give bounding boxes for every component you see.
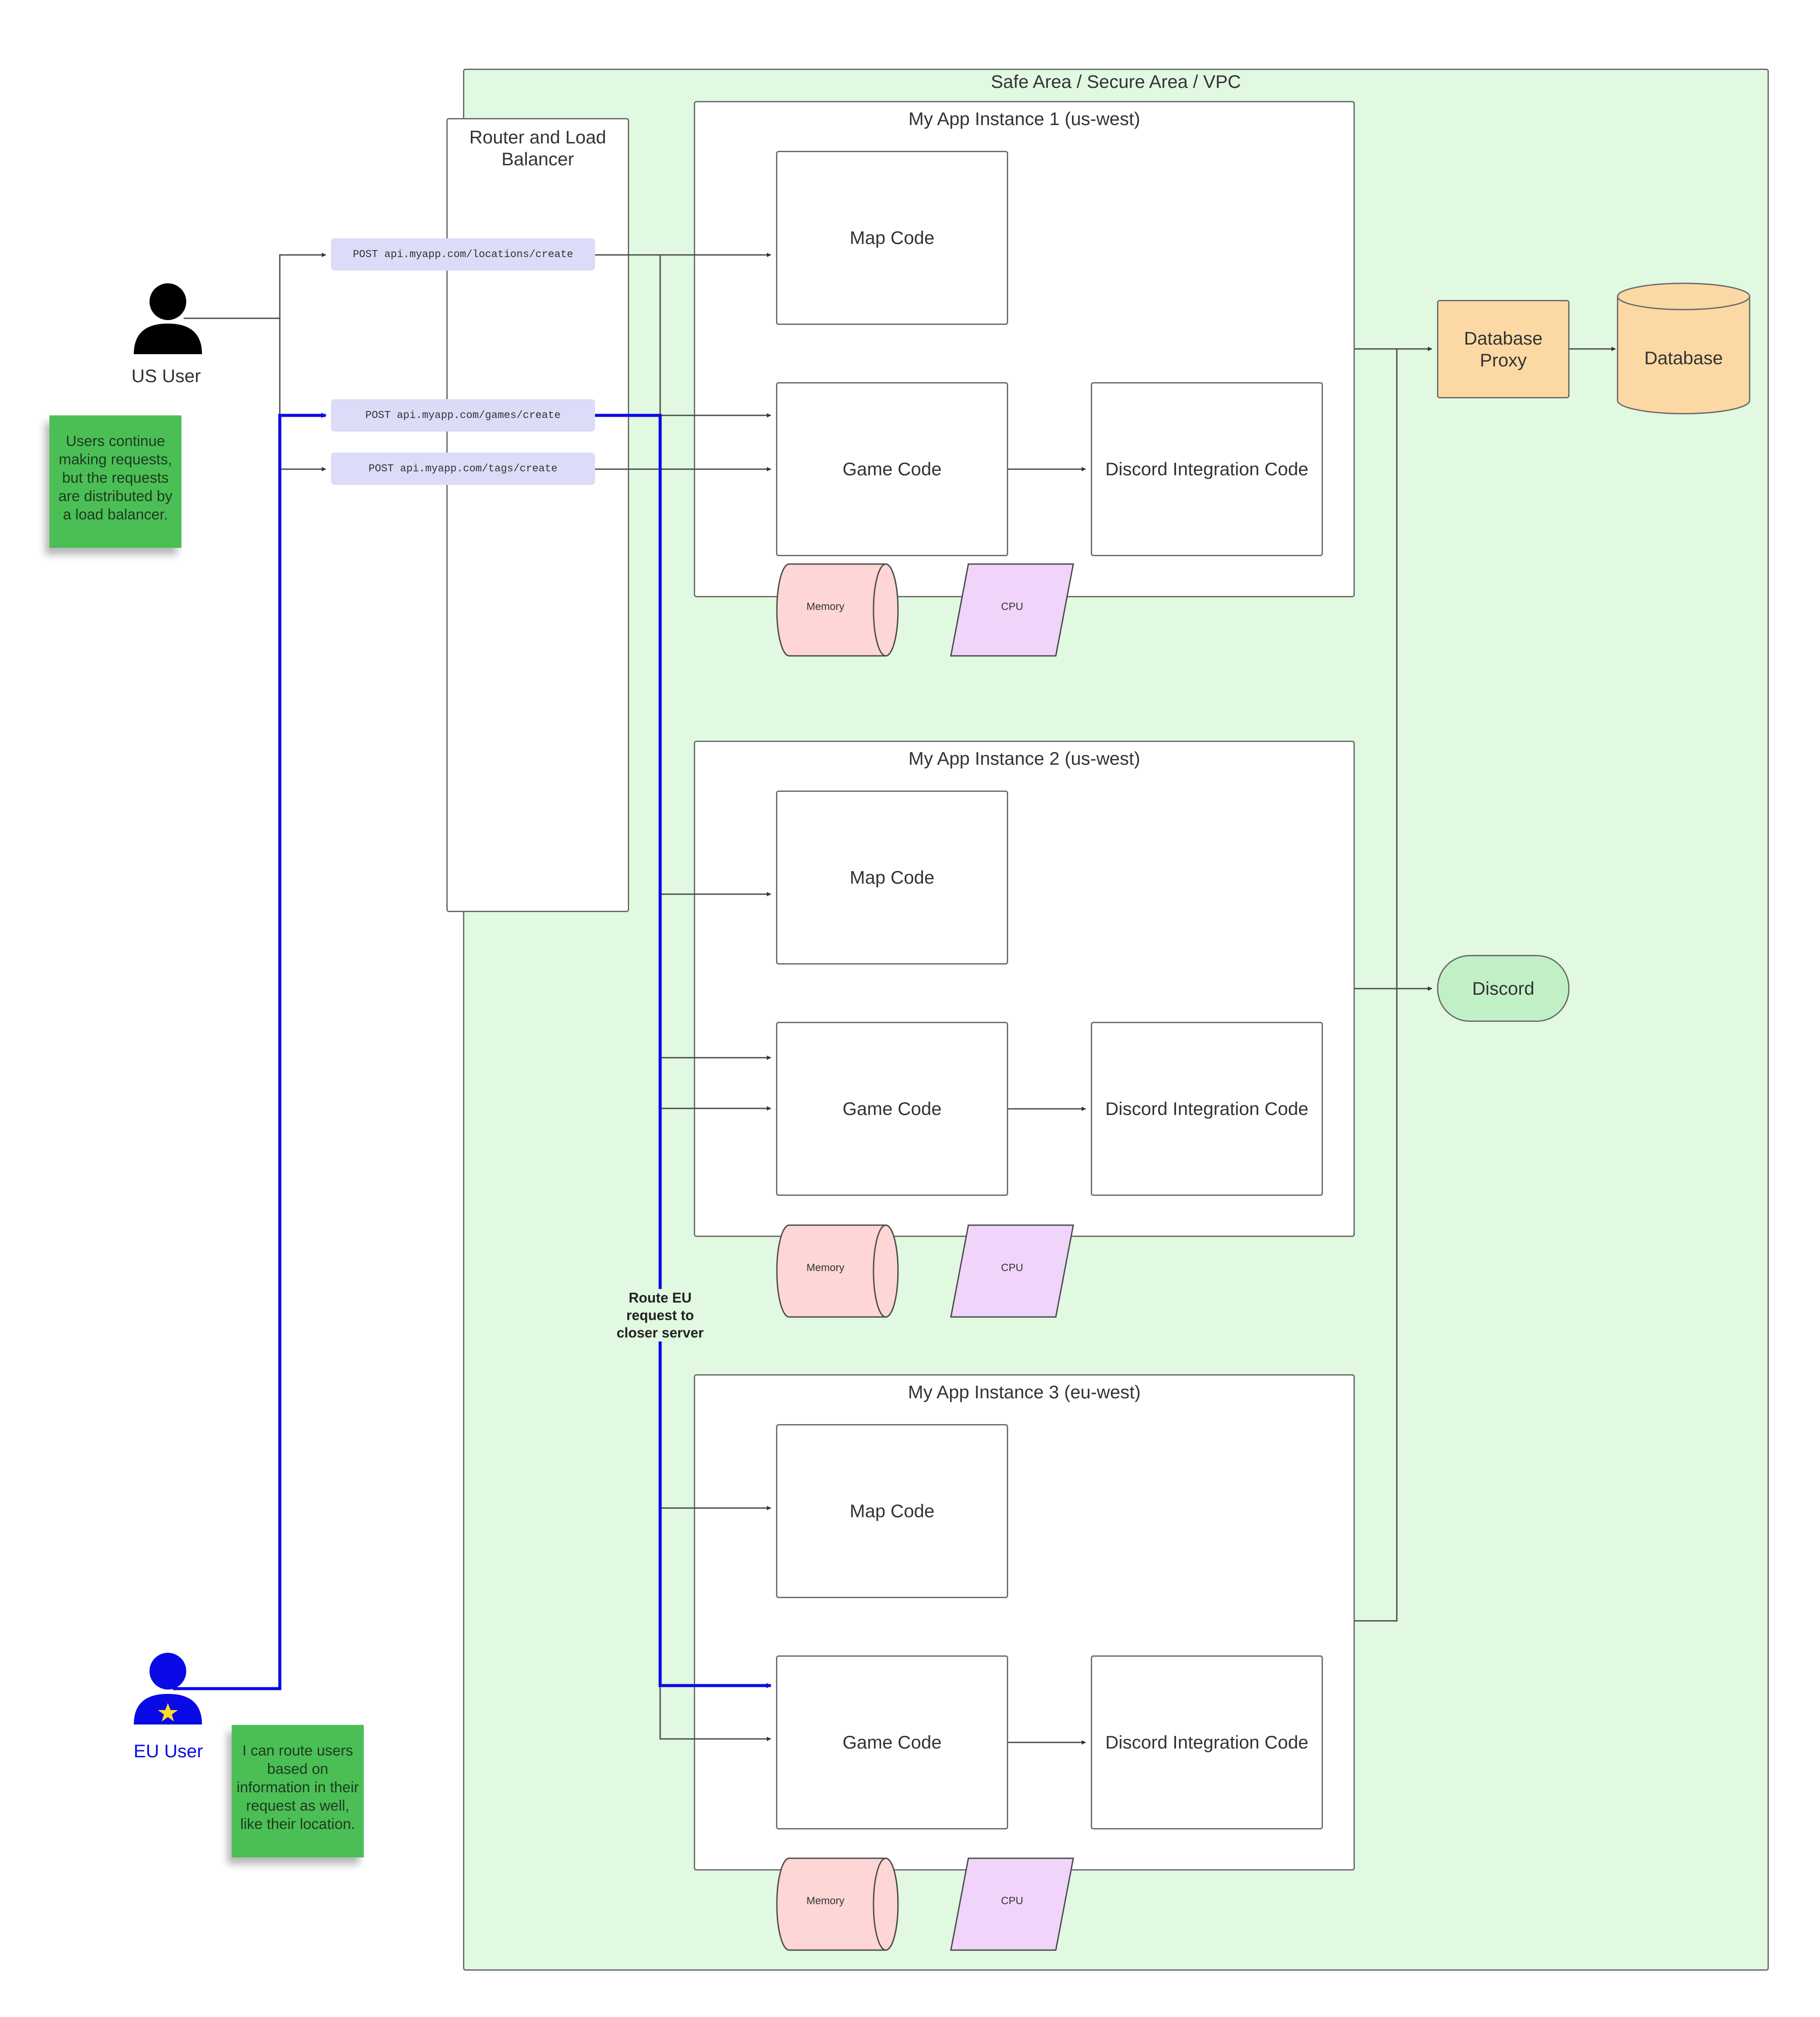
cpu-3[interactable]: [950, 1857, 1074, 1951]
cpu-2[interactable]: [950, 1224, 1074, 1318]
us-note-text: Users continue making requests, but the …: [58, 433, 173, 523]
map-code-label: Map Code: [849, 1501, 935, 1521]
cpu-1[interactable]: [950, 563, 1074, 657]
cpu-label: CPU: [1001, 601, 1023, 613]
discord-integration-box[interactable]: Discord Integration Code: [1091, 1655, 1323, 1829]
database-proxy-label: Database Proxy: [1464, 327, 1543, 370]
request-tags-label: POST api.myapp.com/tags/create: [368, 463, 558, 475]
discord-label: Discord: [1472, 978, 1535, 999]
vpc-title: Safe Area / Secure Area / VPC: [991, 71, 1241, 92]
game-code-label: Game Code: [842, 1098, 942, 1119]
memory-label: Memory: [806, 601, 845, 613]
map-code-box[interactable]: Map Code: [776, 151, 1008, 325]
request-pills: [331, 238, 595, 485]
memory-shapes: [776, 563, 899, 1951]
request-locations[interactable]: [331, 238, 595, 271]
database-cylinder[interactable]: [1617, 282, 1750, 415]
cpu-shapes: [950, 563, 1074, 1951]
us-user-connectors: [184, 253, 1616, 1745]
eu-user-label: EU User: [133, 1741, 203, 1761]
memory-1[interactable]: [776, 563, 899, 657]
eu-user-icon[interactable]: [134, 1653, 202, 1724]
memory-3[interactable]: [776, 1857, 899, 1951]
map-code-label: Map Code: [849, 867, 935, 888]
game-code-box[interactable]: Game Code: [776, 382, 1008, 556]
eu-route: [173, 413, 772, 1690]
route-eu-label: Route EU request to closer server: [606, 1289, 715, 1341]
us-sticky-note: Users continue making requests, but the …: [49, 415, 181, 548]
us-user-icon[interactable]: [134, 283, 202, 354]
discord-service[interactable]: Discord: [1437, 955, 1569, 1022]
game-code-label: Game Code: [842, 1732, 942, 1752]
discord-integration-box[interactable]: Discord Integration Code: [1091, 1022, 1323, 1196]
eu-note-text: I can route users based on information i…: [237, 1742, 359, 1832]
request-locations-label: POST api.myapp.com/locations/create: [352, 248, 574, 261]
game-code-label: Game Code: [842, 459, 942, 479]
request-tags[interactable]: [331, 453, 595, 485]
instance-title: My App Instance 2 (us-west): [908, 748, 1140, 769]
discord-integration-label: Discord Integration Code: [1105, 1732, 1308, 1752]
map-code-label: Map Code: [849, 227, 935, 248]
request-games[interactable]: [331, 399, 595, 432]
database-proxy[interactable]: Database Proxy: [1437, 300, 1569, 398]
us-user-label: US User: [131, 366, 201, 386]
instance-title: My App Instance 1 (us-west): [908, 108, 1140, 129]
star-icon: [158, 1703, 178, 1721]
eu-sticky-note: I can route users based on information i…: [232, 1725, 364, 1857]
memory-label: Memory: [806, 1895, 845, 1907]
discord-integration-label: Discord Integration Code: [1105, 1098, 1308, 1119]
discord-integration-label: Discord Integration Code: [1105, 459, 1308, 479]
cpu-label: CPU: [1001, 1895, 1023, 1907]
memory-label: Memory: [806, 1262, 845, 1274]
instance-title: My App Instance 3 (eu-west): [908, 1382, 1141, 1402]
database-label: Database: [1644, 348, 1723, 368]
game-code-box[interactable]: Game Code: [776, 1022, 1008, 1196]
memory-2[interactable]: [776, 1224, 899, 1318]
discord-integration-box[interactable]: Discord Integration Code: [1091, 382, 1323, 556]
map-code-box[interactable]: Map Code: [776, 1424, 1008, 1598]
map-code-box[interactable]: Map Code: [776, 791, 1008, 965]
cpu-label: CPU: [1001, 1262, 1023, 1274]
game-code-box[interactable]: Game Code: [776, 1655, 1008, 1829]
router-title: Router and Load Balancer: [469, 127, 606, 169]
request-games-label: POST api.myapp.com/games/create: [365, 409, 561, 422]
